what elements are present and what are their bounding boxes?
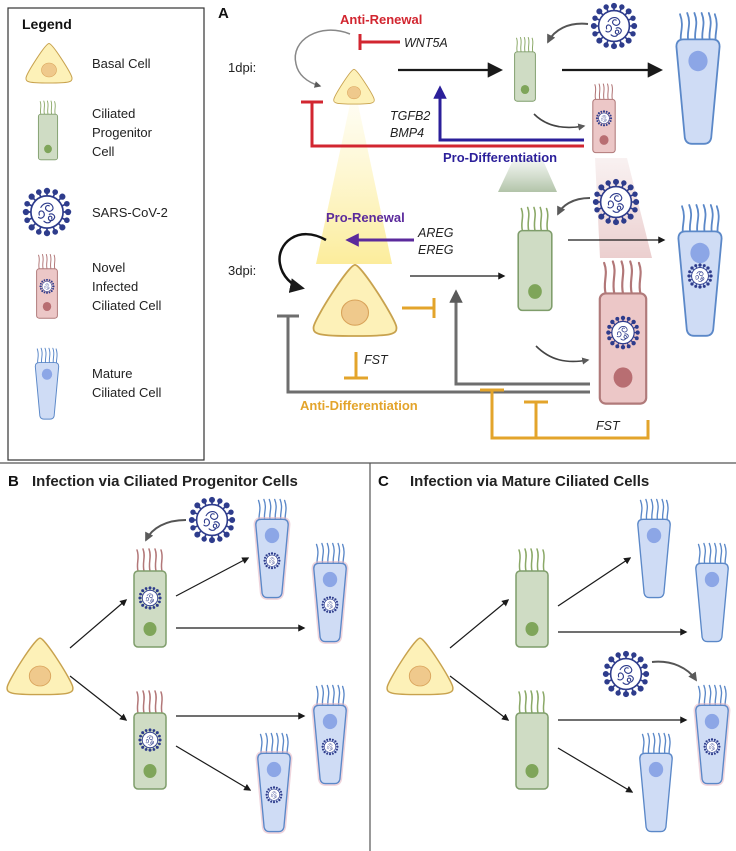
legend-label-progenitor-1: Ciliated [92, 106, 135, 121]
virus-infects-progenitor-arrow-3dpi [557, 197, 591, 216]
infected-progenitor-cell-b-bottom [134, 691, 166, 789]
progenitor-cell-c-top [515, 548, 549, 648]
mature-cell-c-1 [637, 498, 671, 599]
legend-label-infected-2: Infected [92, 279, 138, 294]
arrow-c-basal-to-bottom [449, 675, 510, 721]
arrow-progenitor-to-infected-3dpi [535, 345, 590, 365]
basal-cell-1dpi [333, 68, 375, 105]
virus-1dpi [590, 2, 638, 50]
arrow-b-basal-to-bottom [69, 675, 128, 721]
blue-pro-differentiation-path [433, 85, 584, 142]
panel-b-letter: B [8, 473, 19, 490]
arrow-c-basal-to-top [449, 599, 510, 649]
bmp4-label: BMP4 [390, 126, 424, 140]
row-label-3dpi: 3dpi: [228, 263, 256, 278]
virus-infects-progenitor-arrow-1dpi [547, 22, 589, 44]
arrow-b-top-to-m1 [175, 557, 250, 597]
anti-renewal-label: Anti-Renewal [340, 12, 422, 27]
progenitor-cell-3dpi [517, 206, 553, 312]
fst-label-right: FST [596, 419, 621, 433]
basal-beam-1dpi [316, 104, 392, 264]
infected-mature-cell-b-1 [256, 500, 288, 598]
legend-title: Legend [22, 16, 72, 32]
panel-a-letter: A [218, 5, 229, 22]
tgfb2-label: TGFB2 [390, 109, 430, 123]
virus-b [188, 496, 236, 544]
legend-label-mature-2: Ciliated Cell [92, 385, 161, 400]
wnt5a-label: WNT5A [404, 36, 448, 50]
fst-label-left: FST [364, 353, 389, 367]
panel-c-letter: C [378, 473, 389, 490]
panel-a: A 1dpi: 3dpi: Anti-Renewal WNT5A TGFB2 B… [218, 2, 723, 440]
mature-cell-c-4 [639, 732, 673, 833]
orange-anti-differentiation-path [490, 390, 650, 440]
legend: Legend Basal Cell Ciliated Progenitor Ce… [7, 7, 205, 461]
mature-cell-c-2 [695, 542, 729, 643]
panel-c: C Infection via Mature Ciliated Cells [378, 473, 729, 833]
legend-label-infected-3: Ciliated Cell [92, 298, 161, 313]
grey-arrow-path-to-progenitor [449, 289, 590, 386]
legend-label-progenitor-3: Cell [92, 144, 115, 159]
infected-mature-cell-c-3 [696, 686, 728, 784]
ereg-label: EREG [418, 243, 454, 257]
infected-mature-cell-b-3 [314, 686, 346, 784]
self-renewal-arrow-1dpi [294, 29, 351, 88]
basal-cell-3dpi [312, 263, 398, 337]
arrow-c-top-to-m1 [557, 557, 632, 607]
arrow-c-bottom-to-m4 [557, 747, 634, 793]
panel-b: B Infection via Ciliated Progenitor Cell… [6, 473, 346, 832]
legend-label-progenitor-2: Progenitor [92, 125, 153, 140]
virus-c [602, 650, 650, 698]
virus-3dpi [592, 178, 640, 226]
arrow-progenitor-to-infected-1dpi [533, 113, 586, 131]
legend-label-mature-1: Mature [92, 366, 132, 381]
mature-cell-1dpi [675, 11, 721, 145]
arrow-b-basal-to-top [69, 599, 128, 649]
pro-renewal-label: Pro-Renewal [326, 210, 405, 225]
red-inhibition-path [310, 102, 584, 148]
basal-cell-c [386, 637, 454, 696]
infected-cell-3dpi [600, 262, 646, 404]
infected-progenitor-cell-b-top [134, 549, 166, 647]
grey-inhibition-path-to-basal [286, 316, 590, 394]
progenitor-cell-1dpi [514, 36, 536, 102]
panel-b-title: Infection via Ciliated Progenitor Cells [32, 473, 298, 490]
progenitor-cell-c-bottom [515, 690, 549, 790]
anti-differentiation-label: Anti-Differentiation [300, 398, 418, 413]
arrow-b-bottom-to-m4 [175, 745, 252, 791]
legend-label-virus: SARS-CoV-2 [92, 205, 168, 220]
infected-mature-cell-b-4 [258, 734, 290, 832]
infected-cell-1dpi [593, 84, 615, 153]
virus-infects-arrow-c [651, 660, 697, 682]
basal-cell-b [6, 637, 74, 696]
row-label-1dpi: 1dpi: [228, 60, 256, 75]
mature-infected-virus-overlay-3dpi [687, 263, 713, 289]
pro-differentiation-label: Pro-Differentiation [443, 150, 557, 165]
panel-c-title: Infection via Mature Ciliated Cells [410, 473, 649, 490]
infected-mature-cell-b-2 [314, 544, 346, 642]
self-renewal-arrow-3dpi [278, 233, 327, 293]
legend-label-infected-1: Novel [92, 260, 125, 275]
virus-infects-arrow-b [145, 519, 187, 542]
progenitor-beam [498, 158, 557, 192]
areg-label: AREG [417, 226, 454, 240]
sars-cov-2-icon [22, 187, 72, 237]
legend-label-basal: Basal Cell [92, 56, 151, 71]
